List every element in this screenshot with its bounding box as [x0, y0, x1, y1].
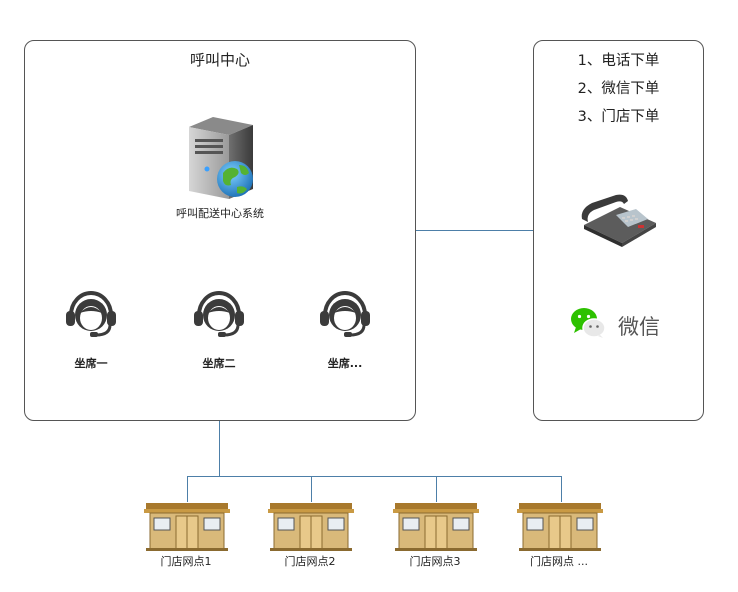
connector-callcenter-orders: [416, 230, 533, 231]
order-method-wechat: 2、微信下单: [577, 81, 660, 97]
wechat-icon: [571, 308, 606, 338]
connector-store-2: [311, 476, 312, 502]
wechat-label: 微信: [618, 315, 660, 339]
headset-agent-icon: [194, 291, 244, 337]
store-label-3: 门店网点3: [409, 555, 461, 568]
connector-store-bus: [187, 476, 561, 477]
store-icon: [144, 503, 230, 551]
agent-label-2: 坐席二: [202, 357, 236, 370]
connector-store-4: [561, 476, 562, 502]
connector-trunk: [219, 421, 220, 477]
store-icon: [393, 503, 479, 551]
order-method-phone: 1、电话下单: [577, 53, 660, 69]
connector-store-3: [436, 476, 437, 502]
headset-agent-icon: [66, 291, 116, 337]
store-icon: [268, 503, 354, 551]
store-label-4: 门店网点 ...: [530, 555, 588, 568]
server-icon: [189, 117, 253, 199]
server-label: 呼叫配送中心系统: [176, 207, 264, 220]
call-center-panel: 呼叫中心 呼叫配送中心系统: [24, 40, 416, 421]
store-label-1: 门店网点1: [160, 555, 212, 568]
call-center-title: 呼叫中心: [189, 51, 250, 69]
store-icon: [517, 503, 603, 551]
telephone-icon: [581, 194, 656, 247]
agent-label-1: 坐席一: [74, 357, 108, 370]
store-label-2: 门店网点2: [284, 555, 336, 568]
ordering-methods-panel: 1、电话下单 2、微信下单 3、门店下单 微信: [533, 40, 704, 421]
order-method-store: 3、门店下单: [577, 109, 660, 125]
agent-label-3: 坐席...: [327, 357, 363, 370]
headset-agent-icon: [320, 291, 370, 337]
connector-store-1: [187, 476, 188, 502]
